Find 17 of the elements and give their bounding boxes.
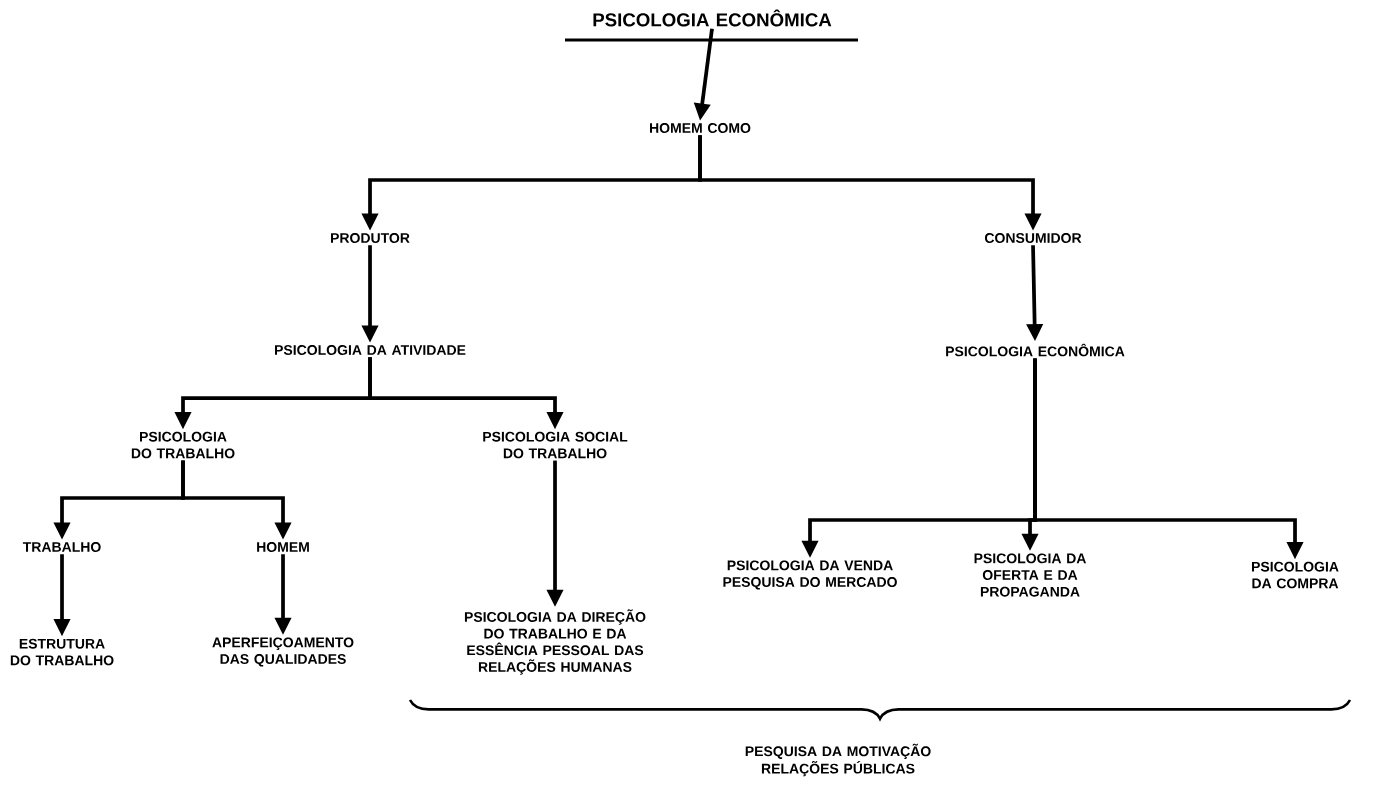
node-label: PSICOLOGIA DA VENDA PESQUISA DO MERCADO: [723, 560, 897, 590]
title-heading: PSICOLOGIA ECONÔMICA: [565, 9, 858, 42]
node-label: PSICOLOGIA DA OFERTA E DA PROPAGANDA: [974, 553, 1086, 597]
node-label: PSICOLOGIA ECONÔMICA: [946, 343, 1125, 357]
node-label: HOMEM: [257, 542, 309, 552]
node-label: PSICOLOGIA DA DIREÇÃO DO TRABALHO E DA ESSÊNCIA PESSOAL DAS RELAÇÕES HUMANAS: [464, 609, 646, 675]
node-label: PSICOLOGIA DO TRABALHO: [131, 431, 235, 459]
node-label: PRODUTOR: [331, 233, 410, 243]
node-label: TRABALHO: [22, 542, 101, 552]
node-label: CONSUMIDOR: [984, 233, 1082, 243]
node-label: PSICOLOGIA SOCIAL DO TRABALHO: [483, 431, 628, 459]
note-label: PESQUISA DA MOTIVAÇÃO RELAÇÕES PÚBLICAS: [745, 743, 931, 777]
node-label: PSICOLOGIA DA COMPRA: [1252, 561, 1339, 589]
node-label: HOMEM COMO: [650, 123, 751, 133]
node-label: APERFEIÇOAMENTO DAS QUALIDADES: [212, 637, 354, 667]
node-label: PSICOLOGIA DA ATIVIDADE: [275, 345, 466, 355]
node-label: ESTRUTURA DO TRABALHO: [10, 638, 114, 666]
